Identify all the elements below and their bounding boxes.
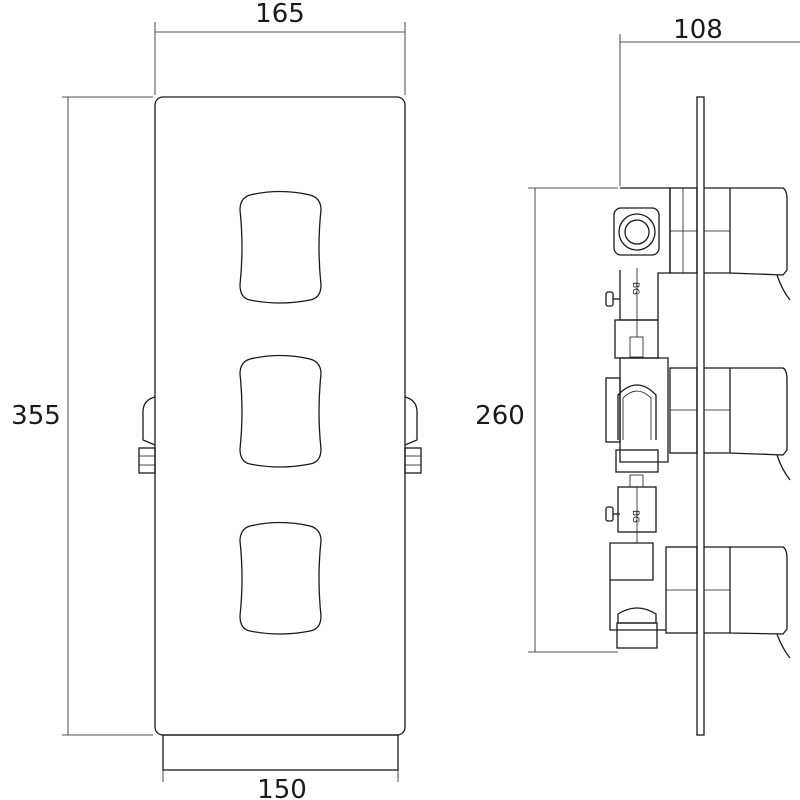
- dimension-height-side: 260: [475, 187, 618, 653]
- side-knob-bottom: [665, 546, 791, 659]
- bottom-nut: [616, 622, 658, 649]
- dimension-label-260: 260: [475, 401, 525, 431]
- middle-nut: [615, 449, 659, 473]
- dimension-label-165: 165: [255, 0, 305, 29]
- top-inlet-nut: [613, 207, 660, 256]
- dimension-label-355: 355: [11, 401, 61, 431]
- isolator-screw-top: [605, 291, 614, 307]
- front-plate: [154, 96, 406, 736]
- control-button-top: [239, 190, 322, 304]
- dimension-width-bottom: 150: [162, 770, 399, 800]
- side-view: BG BG 108 260: [475, 15, 800, 736]
- valve-marking-top: BG: [630, 282, 640, 295]
- side-knob-middle: [669, 367, 791, 481]
- control-button-bottom: [239, 521, 322, 635]
- side-knob-top: [669, 187, 791, 301]
- control-button-middle: [239, 354, 322, 468]
- valve-marking-bottom: BG: [630, 510, 640, 523]
- dimension-depth-top: 108: [619, 15, 800, 186]
- dimension-label-150: 150: [257, 775, 307, 800]
- valve-body: BG BG: [605, 187, 671, 649]
- left-bracket: [138, 396, 156, 474]
- dimension-label-108: 108: [673, 15, 723, 45]
- front-view: 165 355 150: [11, 0, 422, 800]
- control-buttons: [239, 190, 322, 635]
- dimension-height-left: 355: [11, 96, 153, 736]
- isolator-screw-bottom: [605, 506, 614, 522]
- back-box: [162, 734, 399, 771]
- right-bracket: [404, 396, 422, 474]
- side-plate: [696, 96, 705, 736]
- dimension-width-top: 165: [154, 0, 406, 95]
